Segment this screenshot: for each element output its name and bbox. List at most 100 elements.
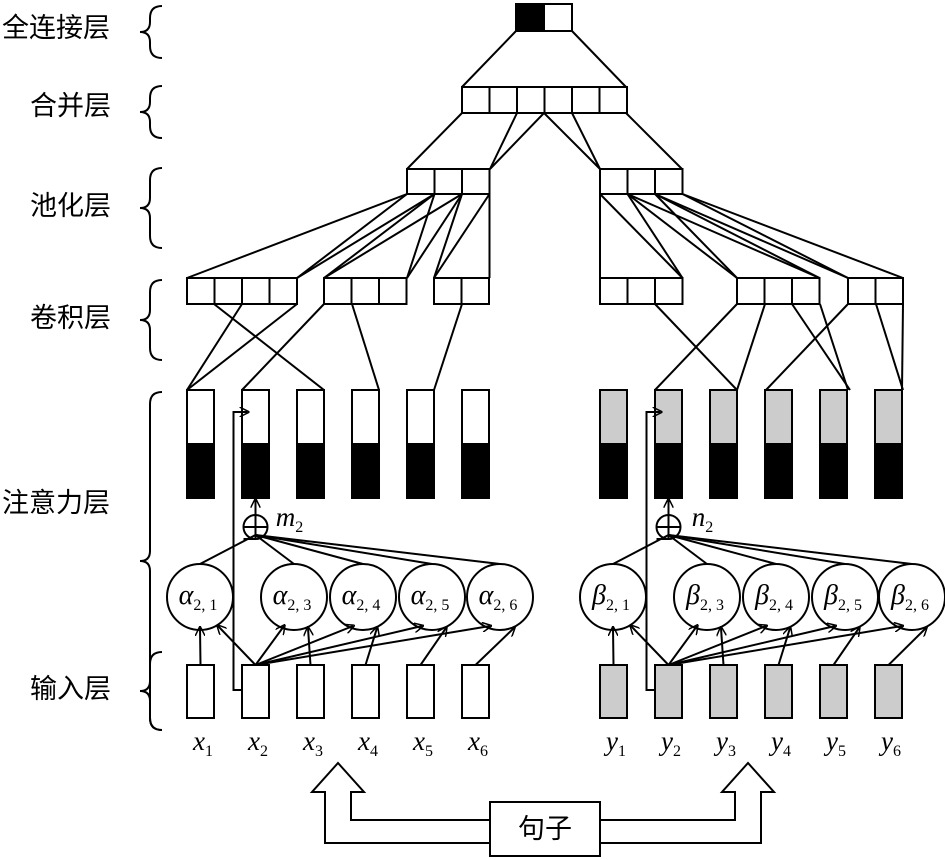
- token-to-weight-arrow: [777, 628, 791, 666]
- conv-cell: [350, 277, 380, 305]
- weight-to-sum-line: [667, 534, 708, 565]
- conv-cell: [241, 277, 271, 305]
- pool-cell: [461, 168, 491, 195]
- attention-cell-top: [241, 389, 270, 445]
- token-to-weight-arrow: [255, 626, 354, 666]
- attention-cell-top: [406, 389, 435, 445]
- pool-conv-line: [406, 193, 436, 279]
- attention-cell-top: [296, 389, 325, 445]
- sum-label: m2: [276, 502, 304, 536]
- input-token-box: [874, 664, 903, 719]
- merge-cell: [543, 86, 573, 114]
- attention-cell-bottom: [819, 443, 848, 499]
- layer-labels: 全连接层 合并层 池化层 卷积层 注意力层 输入层: [2, 13, 111, 704]
- pool-conv-line: [433, 193, 463, 279]
- pool-conv-line: [626, 193, 684, 279]
- input-token-box: [241, 664, 270, 719]
- weight-to-sum-line: [255, 534, 364, 565]
- attention-cell-top: [186, 389, 215, 445]
- token-to-weight-arrow: [887, 628, 927, 666]
- token-to-weight-arrow: [668, 626, 767, 666]
- input-token-label: y1: [603, 726, 626, 760]
- layer-brace: [139, 85, 163, 139]
- attention-cell-bottom: [874, 443, 903, 499]
- input-token-label: x4: [357, 726, 378, 760]
- attention-cell-bottom: [764, 443, 793, 499]
- input-token-label: y4: [768, 726, 791, 760]
- conv-attn-line: [791, 303, 851, 391]
- token-to-weight-arrow: [832, 628, 860, 666]
- merge-cell: [571, 86, 601, 114]
- token-to-weight-arrow: [200, 628, 201, 666]
- attention-cell-top: [461, 389, 490, 445]
- sentence-feed: 句子: [309, 761, 777, 857]
- conv-attn-line: [654, 303, 738, 391]
- fully-connected-layer: [515, 3, 573, 32]
- label-convolution: 卷积层: [30, 303, 111, 333]
- token-to-weight-arrow: [474, 628, 515, 666]
- pool-conv-line: [682, 193, 849, 279]
- attention-weight-label: β2, 3: [685, 580, 724, 614]
- pool-cell: [406, 168, 436, 195]
- input-token-label: x6: [467, 726, 488, 760]
- pool-cell: [433, 168, 463, 195]
- conv-cell: [874, 277, 904, 305]
- sentence-label: 句子: [518, 814, 572, 844]
- pool-conv-line: [296, 193, 436, 279]
- weight-to-sum-line: [668, 534, 777, 565]
- merge-cell: [516, 86, 546, 114]
- conv-attn-line: [765, 303, 849, 391]
- input-token-box: [599, 664, 628, 719]
- layer-brace: [139, 167, 163, 249]
- input-token-box: [296, 664, 325, 719]
- input-token-box: [186, 664, 215, 719]
- pooling-layer: [406, 168, 684, 195]
- fc-cell-2: [543, 3, 573, 32]
- pool-conv-line: [682, 193, 904, 279]
- conv-cell: [736, 277, 766, 305]
- input-token-box: [351, 664, 380, 719]
- merge-cell: [461, 86, 491, 114]
- attention-cell-top: [819, 389, 848, 445]
- token-to-weight-arrow: [308, 628, 311, 666]
- residual-connection-arrow: [645, 412, 661, 691]
- layer-brace: [139, 651, 163, 731]
- conv-cell: [433, 277, 463, 305]
- pool-conv-line: [433, 193, 491, 279]
- pool-conv-line: [296, 193, 408, 279]
- conv-cell: [213, 277, 243, 305]
- attention-cell-bottom: [296, 443, 325, 499]
- conv-attn-line: [819, 303, 849, 391]
- conv-cell: [847, 277, 877, 305]
- pool-conv-line: [654, 193, 820, 279]
- token-to-weight-arrow: [613, 628, 614, 666]
- attention-cell-bottom: [406, 443, 435, 499]
- merge-pool-connector: [406, 112, 683, 170]
- conv-cell: [599, 277, 629, 305]
- weight-to-sum-line: [668, 534, 913, 565]
- conv-cell: [323, 277, 353, 305]
- convolution-layer: [186, 277, 904, 305]
- pool-conv-line: [654, 193, 849, 279]
- input-token-label: y3: [713, 726, 736, 760]
- input-token-box: [461, 664, 490, 719]
- token-to-weight-arrow: [667, 626, 698, 666]
- conv-attn-line: [186, 303, 243, 391]
- attention-cell-top: [874, 389, 903, 445]
- conv-attn-line: [433, 303, 463, 391]
- attention-cell-top: [764, 389, 793, 445]
- pool-conv-line: [323, 193, 463, 279]
- attention-cell-bottom: [351, 443, 380, 499]
- conv-attn-line: [213, 303, 325, 391]
- input-token-box: [764, 664, 793, 719]
- layer-brace: [139, 279, 163, 361]
- input-token-box: [654, 664, 683, 719]
- conv-cell: [791, 277, 821, 305]
- token-to-weight-arrow: [668, 626, 836, 666]
- pool-conv-line: [323, 193, 436, 279]
- input-token-label: x3: [302, 726, 323, 760]
- token-to-weight-arrow: [218, 626, 257, 666]
- token-to-weight-arrow: [631, 626, 670, 666]
- pool-conv-line: [627, 193, 820, 279]
